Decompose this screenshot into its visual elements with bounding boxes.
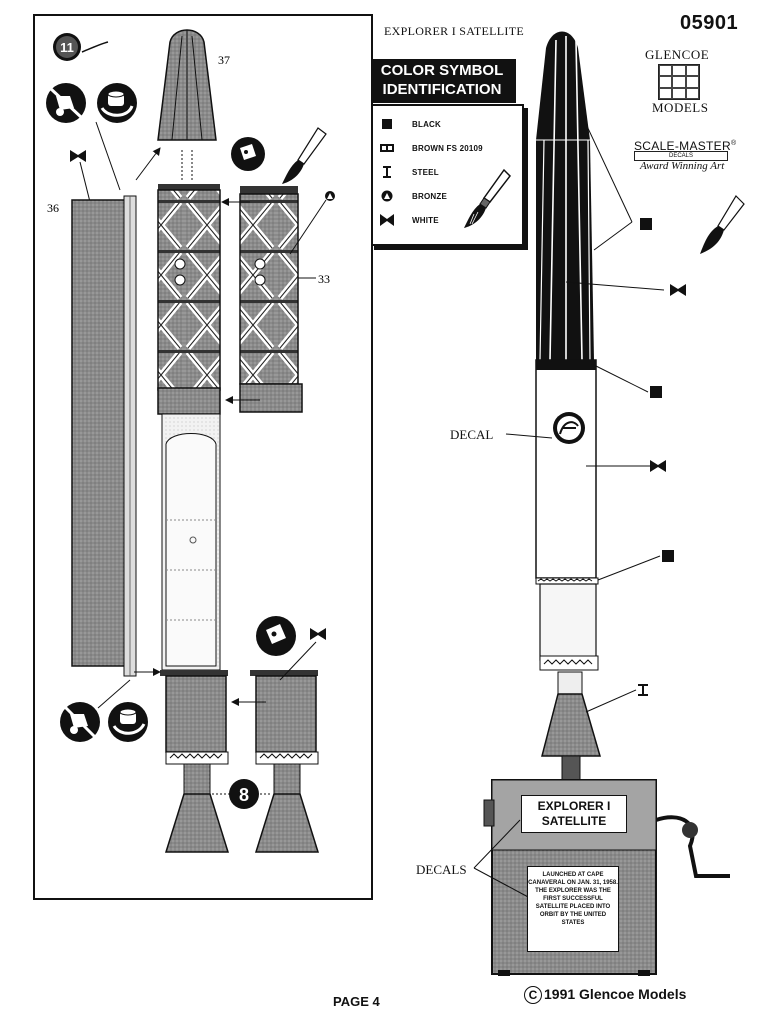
paintbrush-icon: [700, 195, 745, 254]
no-cement-icon: [60, 702, 100, 742]
triangle-circle-icon: [381, 190, 393, 202]
paintbrush-icon: [282, 127, 327, 184]
decals-callout: DECALS: [416, 862, 467, 877]
white-color-symbol: [650, 460, 666, 472]
scalemaster-decals-label: DECALS: [668, 153, 693, 159]
apply-decal-icon: [256, 616, 296, 656]
white-color-symbol: [70, 150, 86, 162]
part-36-shroud-panel: [71, 195, 137, 677]
callout-leaders: [473, 123, 665, 899]
i-beam-icon: [383, 166, 391, 178]
glencoe-logo-name: GLENCOE: [645, 47, 710, 62]
glencoe-logo-models: MODELS: [652, 100, 709, 115]
part-label-36: 36: [47, 201, 59, 215]
motor-stage-left: [160, 670, 230, 853]
lower-body-tube: [161, 413, 221, 671]
motor-stage-right: [250, 670, 320, 853]
step-number: 11: [60, 40, 74, 55]
step-badge: [229, 779, 259, 809]
double-square-icon: [380, 144, 394, 152]
legend-title: COLOR SYMBOL IDENTIFICATION: [368, 59, 516, 103]
steel-color-symbol: [638, 684, 648, 696]
nameplate-decal: EXPLORER I SATELLITE: [521, 795, 627, 833]
black-color-symbol: [640, 218, 652, 230]
scalemaster-tagline: Award Winning Art: [640, 160, 725, 172]
black-color-symbol: [662, 550, 674, 562]
bowtie-icon: [380, 214, 394, 226]
legend-label: BROWN FS 20109: [412, 144, 483, 153]
white-color-symbol: [310, 628, 326, 640]
page-number: PAGE 4: [333, 994, 380, 1009]
no-cement-icon: [46, 83, 86, 123]
part-label-37: 37: [218, 53, 230, 67]
rotate-part-icon: [108, 702, 148, 742]
catalog-number: 05901: [680, 12, 739, 34]
assembled-rocket: [535, 31, 601, 781]
glencoe-logo-grid-icon: [658, 64, 700, 100]
color-legend-box: BLACK BROWN FS 20109 STEEL BRONZE WHITE: [370, 104, 524, 246]
part-label-33: 33: [318, 272, 330, 286]
scalemaster-decals-bar: DECALS: [634, 151, 728, 161]
legend-label: BLACK: [412, 120, 441, 129]
page-title: EXPLORER I SATELLITE: [384, 24, 524, 38]
paintbrush-icon: [464, 168, 511, 228]
apply-decal-icon: [231, 137, 265, 171]
step-badge-number: 8: [239, 785, 249, 805]
upper-lattice-stage: [157, 184, 221, 415]
black-color-symbol: [650, 386, 662, 398]
part-33-lattice-ring: [239, 186, 303, 413]
legend-label: STEEL: [412, 168, 439, 177]
legend-label: BRONZE: [412, 192, 447, 201]
copyright-icon: C: [524, 986, 542, 1004]
solid-square-icon: [382, 119, 392, 129]
scalemaster-logo: SCALE-MASTER®: [634, 139, 737, 153]
info-plaque-decal: LAUNCHED AT CAPE CANAVERAL ON JAN. 31, 1…: [527, 866, 619, 952]
decal-callout: DECAL: [450, 427, 494, 442]
legend-label: WHITE: [412, 216, 439, 225]
white-color-symbol: [670, 284, 686, 296]
bronze-color-symbol: [325, 191, 335, 201]
part-37-nose-cone: [157, 29, 217, 180]
step-number-badge: [53, 33, 109, 61]
rotate-part-icon: [97, 83, 137, 123]
